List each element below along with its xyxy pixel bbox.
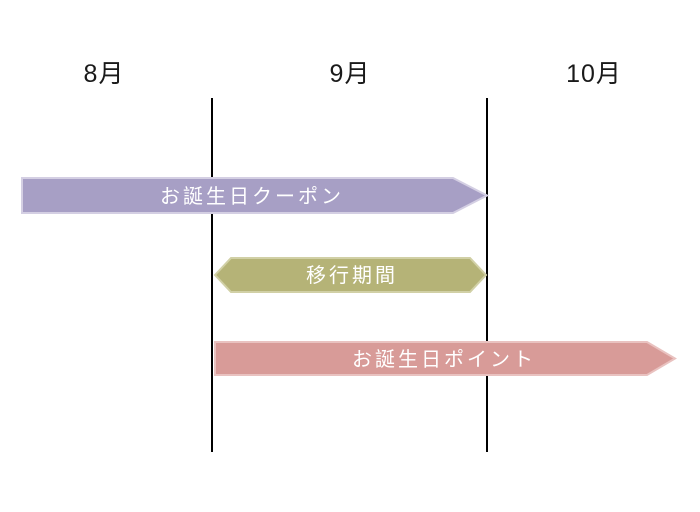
birthday-coupon-bar: [21, 177, 490, 214]
birthday-coupon-label: お誕生日クーポン: [160, 185, 344, 208]
birthday-point-label: お誕生日ポイント: [352, 348, 536, 371]
transition-period-label: 移行期間: [306, 264, 398, 287]
month-label-october: 10月: [566, 60, 622, 88]
month-label-september: 9月: [330, 60, 371, 88]
transition-period-bar: [213, 257, 488, 293]
birthday-point-bar: [214, 341, 677, 376]
month-label-august: 8月: [84, 60, 125, 88]
